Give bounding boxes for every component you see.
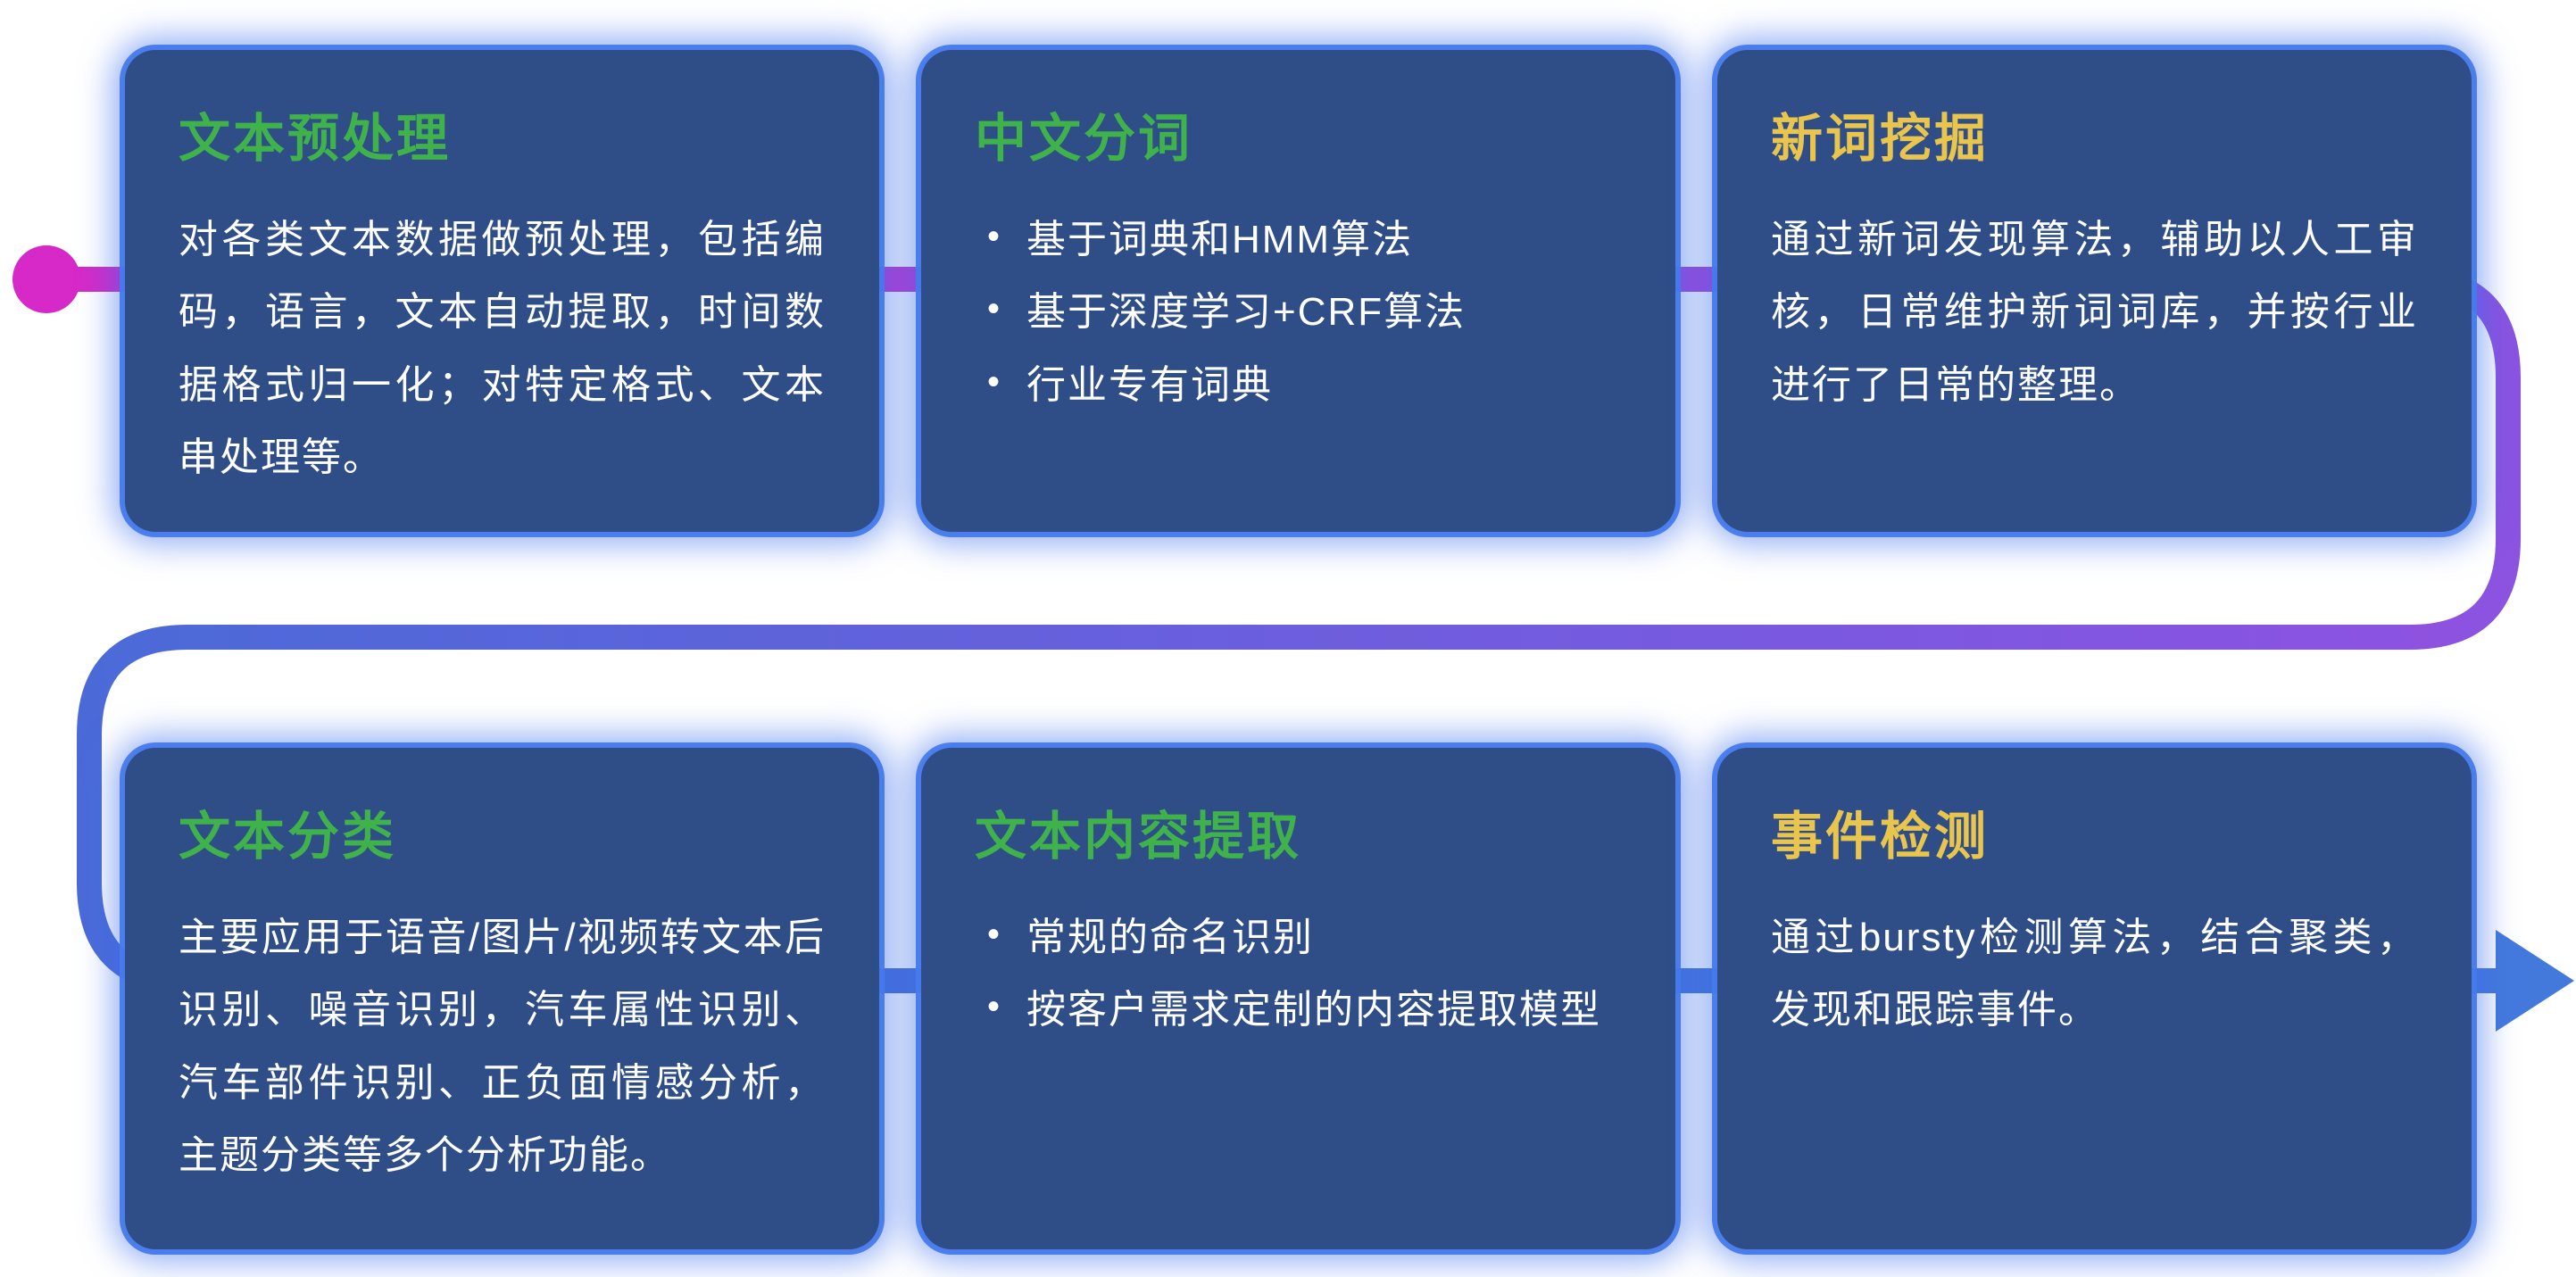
bullet-item: 基于深度学习+CRF算法 [975, 276, 1622, 348]
card-body: 主要应用于语音/图片/视频转文本后识别、噪音识别，汽车属性识别、汽车部件识别、正… [179, 916, 826, 1178]
card-title: 新词挖掘 [1771, 110, 1990, 168]
card-bullet-list: 基于词典和HMM算法 基于深度学习+CRF算法 行业专有词典 [975, 203, 1622, 421]
card-title: 事件检测 [1771, 808, 1990, 866]
flow-segment-middle [77, 625, 2410, 784]
card-chinese-word-segmentation: 中文分词 基于词典和HMM算法 基于深度学习+CRF算法 行业专有词典 [921, 50, 1675, 532]
card-title: 文本内容提取 [975, 808, 1302, 866]
card-text-classification: 文本分类 主要应用于语音/图片/视频转文本后识别、噪音识别，汽车属性识别、汽车部… [125, 748, 879, 1249]
card-text-preprocessing: 文本预处理 对各类文本数据做预处理，包括编码，语言，文本自动提取，时间数据格式归… [125, 50, 879, 532]
card-title: 文本预处理 [179, 110, 452, 168]
card-body: 对各类文本数据做预处理，包括编码，语言，文本自动提取，时间数据格式归一化；对特定… [179, 218, 826, 480]
flow-end-arrow-icon [2496, 930, 2574, 1032]
card-bullet-list: 常规的命名识别 按客户需求定制的内容提取模型 [975, 901, 1622, 1047]
bullet-item: 按客户需求定制的内容提取模型 [975, 974, 1622, 1046]
card-title: 文本分类 [179, 808, 397, 866]
card-event-detection: 事件检测 通过bursty检测算法，结合聚类，发现和跟踪事件。 [1717, 748, 2472, 1249]
card-body: 通过bursty检测算法，结合聚类，发现和跟踪事件。 [1771, 916, 2418, 1032]
card-new-word-mining: 新词挖掘 通过新词发现算法，辅助以人工审核，日常维护新词词库，并按行业进行了日常… [1717, 50, 2472, 532]
bullet-item: 常规的命名识别 [975, 901, 1622, 974]
card-body: 通过新词发现算法，辅助以人工审核，日常维护新词词库，并按行业进行了日常的整理。 [1771, 218, 2418, 407]
flow-start-dot [12, 245, 80, 313]
bullet-item: 行业专有词典 [975, 349, 1622, 421]
bullet-item: 基于词典和HMM算法 [975, 203, 1622, 276]
card-title: 中文分词 [975, 110, 1193, 168]
card-text-content-extraction: 文本内容提取 常规的命名识别 按客户需求定制的内容提取模型 [921, 748, 1675, 1249]
